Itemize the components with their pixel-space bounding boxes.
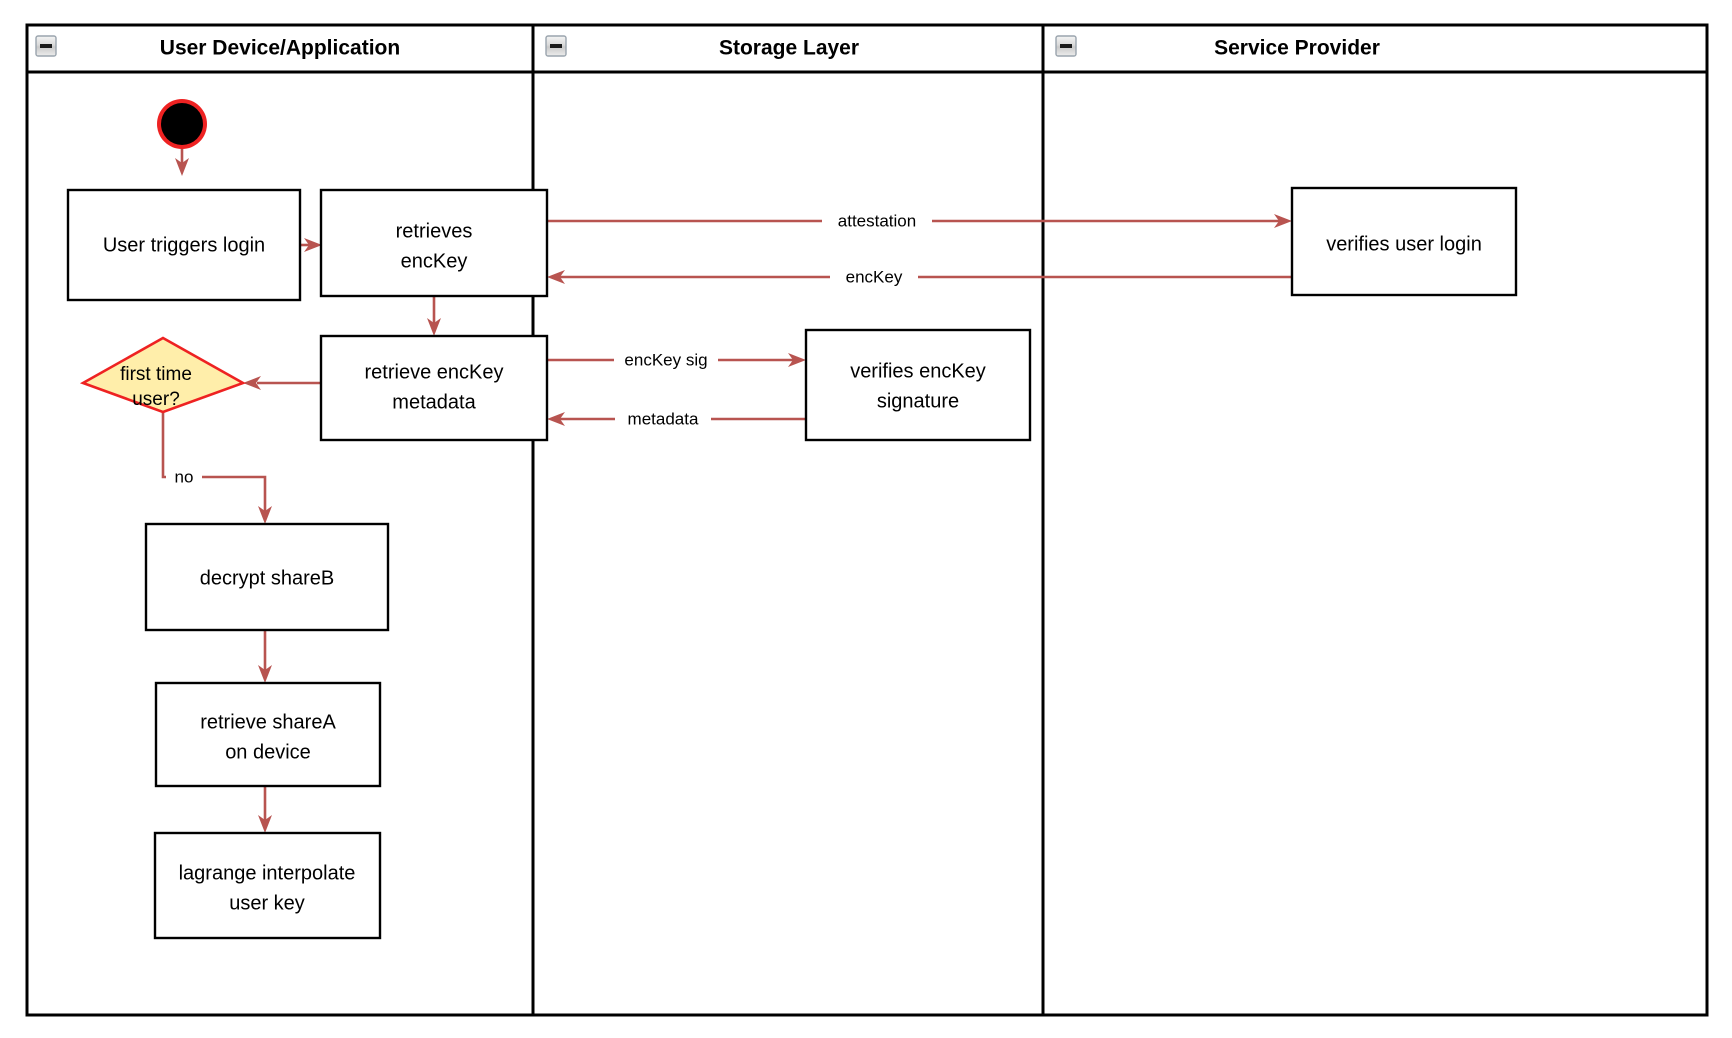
edge-sharea-to-lagrange — [258, 786, 272, 833]
activity-label-line1: retrieves — [396, 220, 473, 242]
activity-node-retrieve-enckey-metadata[interactable]: retrieve encKey metadata — [319, 334, 549, 442]
edge-label-bg — [615, 408, 711, 430]
edge-enckey-sig: encKey sig — [547, 349, 806, 371]
edge-label-enckey: encKey — [846, 267, 903, 286]
edge-metadata: metadata — [547, 408, 806, 430]
activity-label-line2: signature — [877, 390, 959, 412]
sidebar-item-lane-storage[interactable]: Storage Layer — [545, 35, 859, 60]
edge-label-attestation: attestation — [838, 211, 916, 230]
lane-title-storage: Storage Layer — [719, 37, 859, 60]
edge-label-bg — [830, 266, 918, 288]
activity-label-line1: retrieve encKey — [365, 361, 504, 383]
sidebar-item-lane-user[interactable]: User Device/Application — [35, 35, 400, 60]
activity-node-lagrange-interpolate-user-key[interactable]: lagrange interpolate user key — [153, 831, 382, 940]
activity-node-verifies-enckey-signature[interactable]: verifies encKey signature — [804, 328, 1032, 442]
activity-label-line1: lagrange interpolate — [179, 862, 356, 884]
activity-label-line2: encKey — [401, 250, 468, 272]
activity-node-retrieve-sharea-on-device[interactable]: retrieve shareA on device — [154, 681, 382, 788]
activity-label-line1: retrieve shareA — [200, 711, 336, 733]
edge-login-to-retrieves — [300, 238, 322, 252]
lane-title-service: Service Provider — [1214, 37, 1380, 60]
edge-retrieves-to-metadata — [427, 296, 441, 336]
activity-node-retrieves-enckey[interactable]: retrieves encKey — [319, 188, 549, 298]
edge-label-no: no — [175, 467, 194, 486]
activity-label-line2: user key — [229, 892, 305, 914]
initial-node-start[interactable] — [157, 99, 207, 149]
activity-node-decrypt-shareb[interactable]: decrypt shareB — [144, 522, 390, 632]
activity-node-user-triggers-login[interactable]: User triggers login — [66, 188, 302, 302]
edge-label-metadata: metadata — [628, 409, 699, 428]
lane-title-user: User Device/Application — [160, 37, 400, 60]
edge-attestation: attestation — [547, 210, 1292, 232]
edge-label-bg — [822, 210, 932, 232]
edge-label-bg — [166, 466, 202, 488]
edge-label-enckey-sig: encKey sig — [624, 350, 707, 369]
edge-decrypt-to-sharea — [258, 630, 272, 683]
activity-label: User triggers login — [103, 234, 265, 256]
edge-enckey: encKey — [547, 266, 1292, 288]
edge-metadata-to-decision — [243, 376, 321, 390]
collapse-minus-icon[interactable] — [35, 35, 57, 57]
collapse-minus-icon[interactable] — [1055, 35, 1077, 57]
edge-no: no — [161, 412, 272, 524]
collapse-minus-icon[interactable] — [545, 35, 567, 57]
activity-label: decrypt shareB — [200, 567, 335, 589]
sidebar-item-lane-service[interactable]: Service Provider — [1055, 35, 1380, 60]
activity-label: verifies user login — [1326, 233, 1482, 255]
activity-label-line2: on device — [225, 741, 311, 763]
activity-label-line2: metadata — [392, 391, 476, 413]
decision-label-line2: user? — [132, 389, 180, 410]
decision-label-line1: first time — [120, 364, 192, 385]
activity-label-line1: verifies encKey — [850, 360, 986, 382]
activity-node-verifies-user-login[interactable]: verifies user login — [1290, 186, 1518, 297]
decision-node-first-time-user[interactable]: first time user? — [79, 336, 247, 414]
edge-label-bg — [614, 349, 718, 371]
